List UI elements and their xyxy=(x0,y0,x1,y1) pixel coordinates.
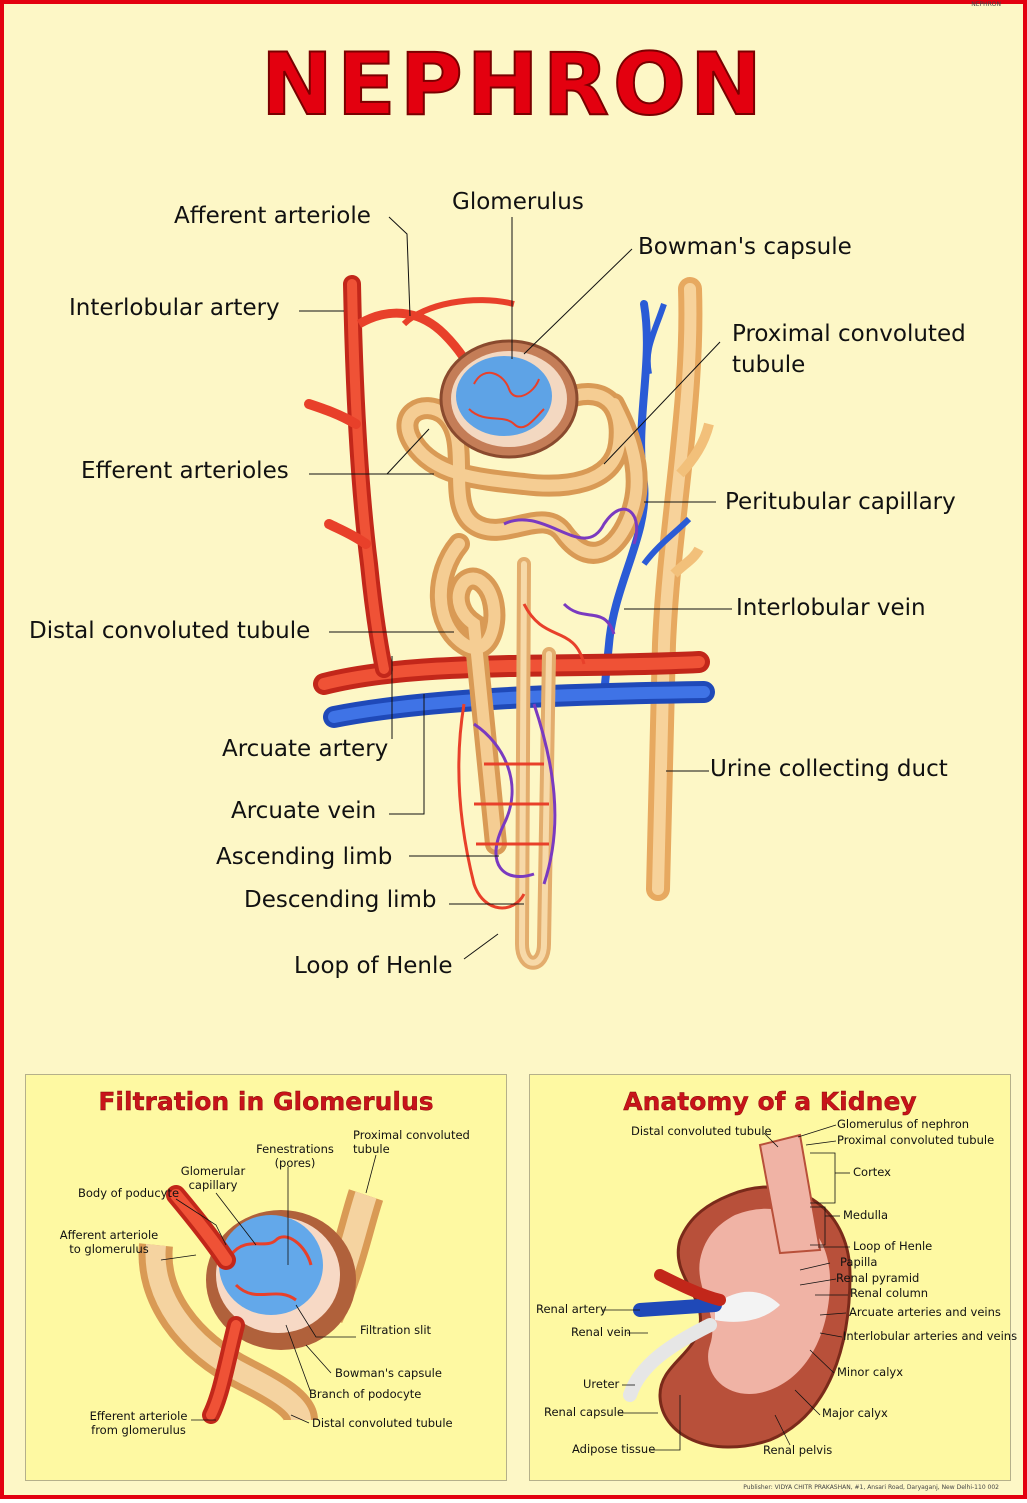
kidney-label-renal-pelvis: Renal pelvis xyxy=(763,1444,832,1458)
filtration-panel: Filtration in Glomerulus xyxy=(25,1074,507,1481)
kidney-label-renal-vein: Renal vein xyxy=(571,1326,631,1340)
glomerulus-capsule xyxy=(441,341,577,457)
kidney-label-glomerulus-of-nephron: Glomerulus of nephron xyxy=(837,1118,969,1132)
label-efferent-arterioles: Efferent arterioles xyxy=(81,460,289,483)
kidney-label-arcuate-arteries-veins: Arcuate arteries and veins xyxy=(849,1306,1001,1320)
label-ascending-limb: Ascending limb xyxy=(216,846,392,869)
label-glomerulus: Glomerulus xyxy=(452,191,584,214)
kidney-label-renal-pyramid: Renal pyramid xyxy=(836,1272,919,1286)
filtration-label-efferent-arteriole-line2: from glomerulus xyxy=(81,1424,196,1438)
label-proximal-convoluted-tubule: Proximal convoluted xyxy=(732,323,966,346)
label-urine-collecting-duct: Urine collecting duct xyxy=(710,758,948,781)
kidney-label-loop-of-henle: Loop of Henle xyxy=(853,1240,932,1254)
kidney-label-papilla: Papilla xyxy=(840,1256,877,1270)
kidney-label-cortex: Cortex xyxy=(853,1166,891,1180)
label-arcuate-artery: Arcuate artery xyxy=(222,738,388,761)
label-proximal-convoluted-tubule-line2: tubule xyxy=(732,354,805,377)
kidney-label-ureter: Ureter xyxy=(583,1378,619,1392)
filtration-label-bowmans-capsule: Bowman's capsule xyxy=(335,1367,442,1381)
label-loop-of-henle: Loop of Henle xyxy=(294,955,453,978)
filtration-label-pct-line2: tubule xyxy=(353,1143,390,1157)
filtration-label-fenestrations: Fenestrations xyxy=(255,1143,335,1157)
kidney-label-interlobular-arteries-veins: Interlobular arteries and veins xyxy=(843,1330,1017,1344)
filtration-label-filtration-slit: Filtration slit xyxy=(360,1324,431,1338)
label-peritubular-capillary: Peritubular capillary xyxy=(725,491,956,514)
filtration-label-pct: Proximal convoluted xyxy=(353,1129,470,1143)
kidney-label-renal-artery: Renal artery xyxy=(536,1303,607,1317)
label-distal-convoluted-tubule: Distal convoluted tubule xyxy=(29,620,310,643)
filtration-label-fenestrations-line2: (pores) xyxy=(255,1157,335,1171)
label-bowmans-capsule: Bowman's capsule xyxy=(638,236,852,259)
publisher-note: Publisher: VIDYA CHITR PRAKASHAN, #1, An… xyxy=(743,1484,999,1491)
kidney-label-renal-column: Renal column xyxy=(850,1287,928,1301)
filtration-label-body-of-podocyte: Body of poducyte xyxy=(78,1187,179,1201)
filtration-label-afferent-arteriole-line2: to glomerulus xyxy=(54,1243,164,1257)
filtration-label-branch-of-podocyte: Branch of podocyte xyxy=(309,1388,421,1402)
kidney-label-pct: Proximal convoluted tubule xyxy=(837,1134,994,1148)
filtration-label-glomerular-capillary-line2: capillary xyxy=(178,1179,248,1193)
kidney-label-medulla: Medulla xyxy=(843,1209,888,1223)
label-interlobular-vein: Interlobular vein xyxy=(736,597,926,620)
filtration-label-afferent-arteriole: Afferent arteriole xyxy=(54,1229,164,1243)
filtration-label-glomerular-capillary: Glomerular xyxy=(178,1165,248,1179)
label-descending-limb: Descending limb xyxy=(244,889,436,912)
kidney-label-minor-calyx: Minor calyx xyxy=(837,1366,903,1380)
label-interlobular-artery: Interlobular artery xyxy=(69,297,280,320)
kidney-label-major-calyx: Major calyx xyxy=(822,1407,888,1421)
filtration-label-efferent-arteriole: Efferent arteriole xyxy=(81,1410,196,1424)
kidney-panel: Anatomy of a Kidney xyxy=(529,1074,1011,1481)
kidney-label-dct: Distal convoluted tubule xyxy=(631,1125,772,1139)
label-afferent-arteriole: Afferent arteriole xyxy=(174,205,371,228)
label-arcuate-vein: Arcuate vein xyxy=(231,800,376,823)
filtration-label-dct: Distal convoluted tubule xyxy=(312,1417,453,1431)
kidney-label-renal-capsule: Renal capsule xyxy=(544,1406,624,1420)
kidney-label-adipose-tissue: Adipose tissue xyxy=(572,1443,655,1457)
